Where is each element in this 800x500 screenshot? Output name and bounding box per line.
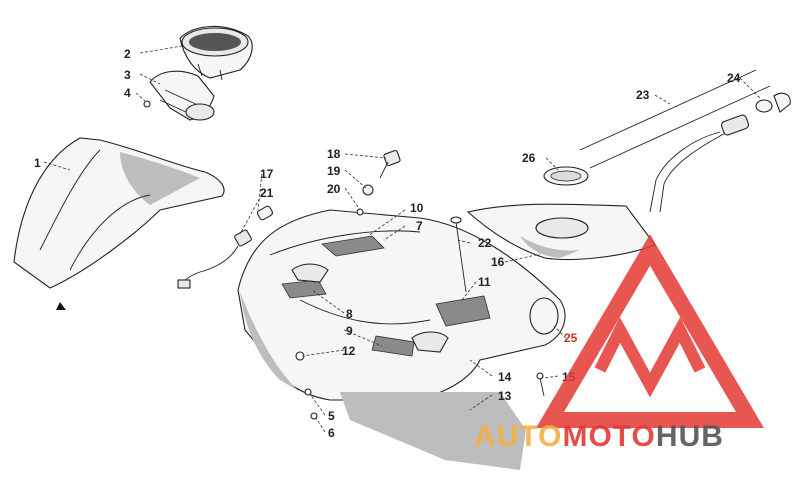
callout-22: 22 — [478, 236, 492, 250]
part-bolt-22 — [450, 216, 467, 293]
callout-4: 4 — [124, 86, 131, 100]
callout-11: 11 — [478, 275, 491, 289]
part-harness — [177, 205, 274, 289]
callout-10: 10 — [410, 201, 424, 215]
callout-6: 6 — [328, 426, 335, 440]
part-hood — [237, 209, 566, 470]
part-screw-15 — [536, 372, 545, 397]
callout-26: 26 — [522, 151, 536, 165]
callout-19: 19 — [327, 164, 341, 178]
callout-21: 21 — [260, 186, 274, 200]
callout-5: 5 — [328, 409, 335, 423]
callout-1: 1 — [34, 156, 41, 170]
part-bracket — [149, 70, 215, 121]
callout-16: 16 — [491, 255, 505, 269]
svg-text:AUTOMOTOHUB: AUTOMOTOHUB — [474, 420, 724, 453]
part-gauge — [179, 25, 253, 81]
callout-24: 24 — [727, 71, 741, 85]
callout-14: 14 — [498, 370, 512, 384]
part-cable — [579, 69, 791, 213]
watermark-text: AUTOMOTOHUB — [474, 420, 724, 453]
callout-3: 3 — [124, 68, 131, 82]
callout-13: 13 — [498, 389, 512, 403]
callout-2: 2 — [124, 47, 131, 61]
part-windshield — [13, 137, 225, 310]
leader-lines — [43, 45, 761, 433]
callout-7: 7 — [416, 219, 423, 233]
watermark-logo — [536, 234, 764, 428]
callout-9: 9 — [346, 324, 353, 338]
callout-labels: 2 3 4 1 17 21 18 19 20 10 7 22 16 11 8 9… — [34, 47, 741, 440]
callout-12: 12 — [342, 344, 356, 358]
callout-20: 20 — [327, 182, 341, 196]
callout-23: 23 — [636, 88, 650, 102]
part-console — [466, 166, 656, 261]
part-clip-25 — [529, 297, 559, 335]
callout-25: 25 — [564, 331, 578, 345]
part-screws-5-6 — [295, 351, 318, 420]
callout-17: 17 — [260, 167, 274, 181]
callout-18: 18 — [327, 147, 341, 161]
part-screw-4 — [143, 100, 151, 108]
callout-8: 8 — [346, 307, 353, 321]
part-key-switch — [356, 149, 401, 216]
